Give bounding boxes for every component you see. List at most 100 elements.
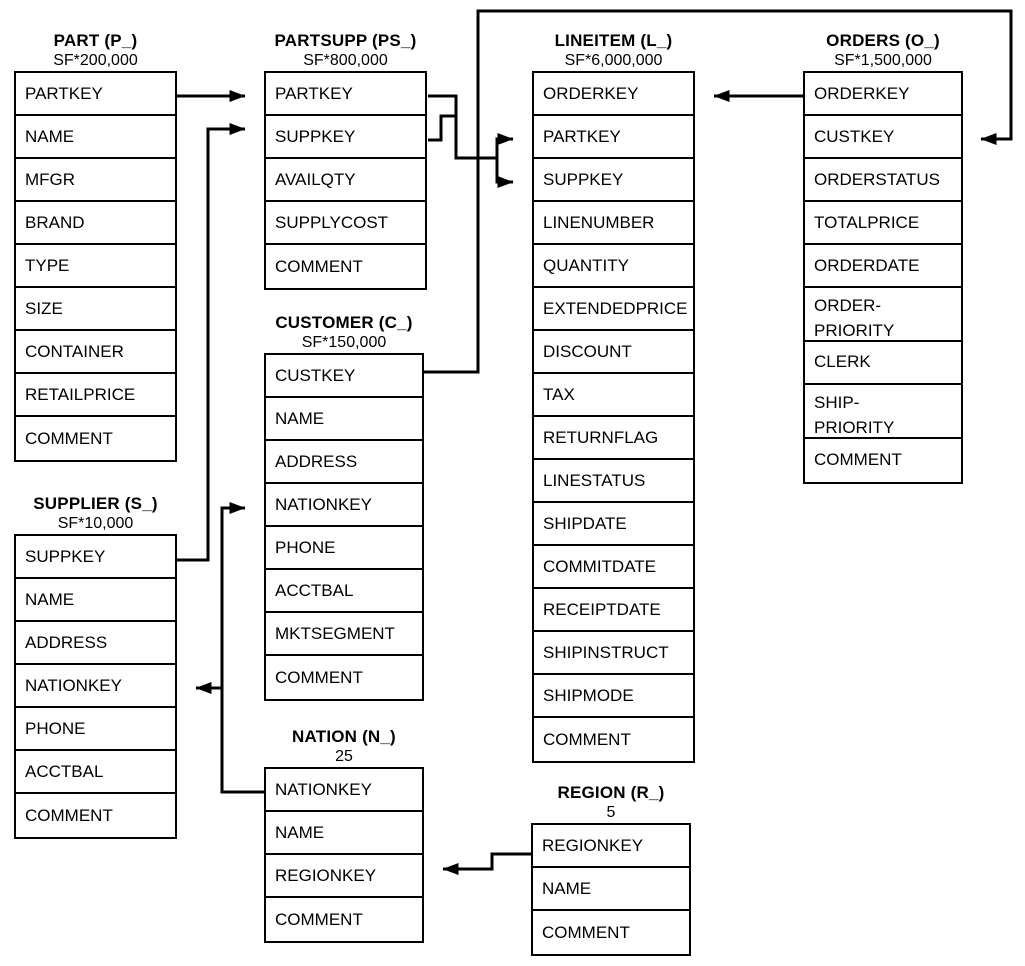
field-supplier-nationkey: NATIONKEY xyxy=(16,665,175,708)
field-supplier-acctbal: ACCTBAL xyxy=(16,751,175,794)
field-part-comment: COMMENT xyxy=(16,417,175,460)
field-partsupp-availqty: AVAILQTY xyxy=(266,159,425,202)
field-orders-orderkey: ORDERKEY xyxy=(805,73,961,116)
connector-partsupp-lineitem-trunk xyxy=(454,129,497,160)
connector-supplier-partsupp xyxy=(177,123,246,562)
field-part-retailprice: RETAILPRICE xyxy=(16,374,175,417)
field-lineitem-quantity: QUANTITY xyxy=(534,245,693,288)
field-partsupp-partkey: PARTKEY xyxy=(266,73,425,116)
field-orders-order-priority: ORDER- PRIORITY xyxy=(805,288,961,342)
field-lineitem-shipdate: SHIPDATE xyxy=(534,503,693,546)
field-lineitem-orderkey: ORDERKEY xyxy=(534,73,693,116)
field-orders-custkey: CUSTKEY xyxy=(805,116,961,159)
field-lineitem-receiptdate: RECEIPTDATE xyxy=(534,589,693,632)
field-lineitem-linestatus: LINESTATUS xyxy=(534,460,693,503)
field-supplier-address: ADDRESS xyxy=(16,622,175,665)
field-supplier-comment: COMMENT xyxy=(16,794,175,837)
field-orders-orderdate: ORDERDATE xyxy=(805,245,961,288)
connector-partsupp-lineitem-partkey-stub xyxy=(428,94,458,129)
field-region-comment: COMMENT xyxy=(533,911,689,954)
entity-title-nation: NATION (N_) xyxy=(292,727,396,746)
field-lineitem-extendedprice: EXTENDEDPRICE xyxy=(534,288,693,331)
entity-cardinality-region: 5 xyxy=(606,804,616,821)
field-region-name: NAME xyxy=(533,868,689,911)
field-line: SHIP- xyxy=(814,392,860,412)
entity-title-lineitem: LINEITEM (L_) xyxy=(554,31,673,50)
field-lineitem-discount: DISCOUNT xyxy=(534,331,693,374)
field-lineitem-partkey: PARTKEY xyxy=(534,116,693,159)
field-line: PRIORITY xyxy=(814,321,895,340)
field-nation-comment: COMMENT xyxy=(266,898,422,941)
connector-region-nation xyxy=(442,852,531,875)
field-lineitem-commitdate: COMMITDATE xyxy=(534,546,693,589)
connector-partsupp-lineitem-to-suppkey xyxy=(495,158,514,188)
field-customer-address: ADDRESS xyxy=(266,441,422,484)
field-part-container: CONTAINER xyxy=(16,331,175,374)
entity-title-customer: CUSTOMER (C_) xyxy=(275,313,413,332)
field-lineitem-linenumber: LINENUMBER xyxy=(534,202,693,245)
field-part-type: TYPE xyxy=(16,245,175,288)
field-supplier-name: NAME xyxy=(16,579,175,622)
entity-cardinality-nation: 25 xyxy=(335,748,353,765)
field-part-name: NAME xyxy=(16,116,175,159)
field-supplier-suppkey: SUPPKEY xyxy=(16,536,175,579)
field-lineitem-suppkey: SUPPKEY xyxy=(534,159,693,202)
connector-nation-customer xyxy=(220,502,264,794)
entity-title-part: PART (P_) xyxy=(53,31,138,50)
field-customer-comment: COMMENT xyxy=(266,656,422,699)
field-lineitem-comment: COMMENT xyxy=(534,718,693,761)
entity-cardinality-orders: SF*1,500,000 xyxy=(834,52,932,69)
field-partsupp-supplycost: SUPPLYCOST xyxy=(266,202,425,245)
field-part-mfgr: MFGR xyxy=(16,159,175,202)
field-part-brand: BRAND xyxy=(16,202,175,245)
field-orders-totalprice: TOTALPRICE xyxy=(805,202,961,245)
field-region-regionkey: REGIONKEY xyxy=(533,825,689,868)
field-customer-custkey: CUSTKEY xyxy=(266,355,422,398)
entity-title-region: REGION (R_) xyxy=(557,783,665,802)
field-lineitem-shipmode: SHIPMODE xyxy=(534,675,693,718)
entity-cardinality-supplier: SF*10,000 xyxy=(57,515,134,532)
field-lineitem-tax: TAX xyxy=(534,374,693,417)
field-lineitem-returnflag: RETURNFLAG xyxy=(534,417,693,460)
entity-cardinality-lineitem: SF*6,000,000 xyxy=(564,52,663,69)
field-orders-ship-priority: SHIP- PRIORITY xyxy=(805,384,961,439)
field-line: PRIORITY xyxy=(814,417,895,437)
field-orders-orderstatus: ORDERSTATUS xyxy=(805,159,961,202)
field-part-partkey: PARTKEY xyxy=(16,73,175,116)
field-line: ORDER- xyxy=(814,296,882,315)
entity-title-supplier: SUPPLIER (S_) xyxy=(33,494,158,513)
field-lineitem-shipinstruct: SHIPINSTRUCT xyxy=(534,632,693,675)
field-orders-clerk: CLERK xyxy=(805,341,961,385)
connector-partsupp-lineitem-suppkey-stub xyxy=(428,114,456,142)
field-nation-name: NAME xyxy=(266,812,422,855)
entity-cardinality-customer: SF*150,000 xyxy=(301,334,387,351)
field-nation-regionkey: REGIONKEY xyxy=(266,855,422,898)
field-partsupp-suppkey: SUPPKEY xyxy=(266,116,425,159)
entity-title-orders: ORDERS (O_) xyxy=(826,31,940,50)
entity-cardinality-partsupp: SF*800,000 xyxy=(303,52,388,69)
field-partsupp-comment: COMMENT xyxy=(266,245,425,288)
field-customer-name: NAME xyxy=(266,398,422,441)
entity-title-partsupp: PARTSUPP (PS_) xyxy=(274,31,417,50)
field-supplier-phone: PHONE xyxy=(16,708,175,751)
entity-cardinality-part: SF*200,000 xyxy=(53,52,138,69)
field-customer-mktsegment: MKTSEGMENT xyxy=(266,613,422,656)
connector-partsupp-lineitem-to-partkey xyxy=(495,133,514,158)
